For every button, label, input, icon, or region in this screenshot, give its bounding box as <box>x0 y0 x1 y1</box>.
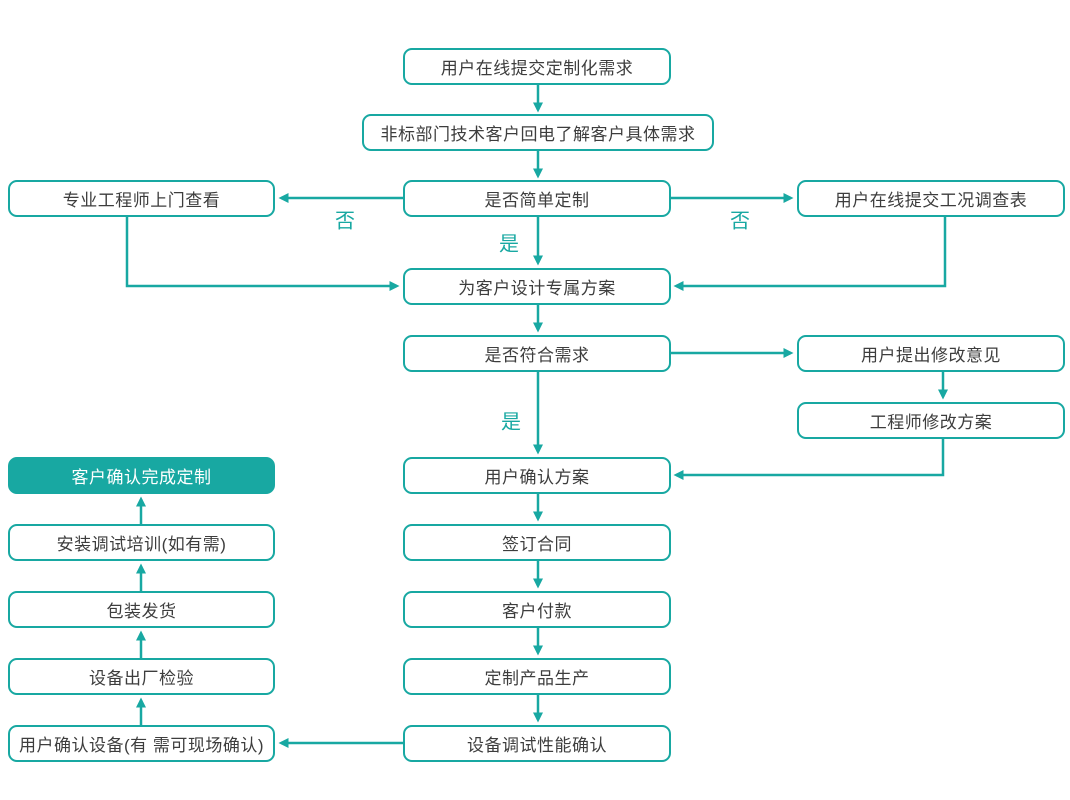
edge-label-yes-bottom: 是 <box>501 411 521 434</box>
node-production: 定制产品生产 <box>403 658 671 695</box>
edge-label-no-left: 否 <box>335 210 355 233</box>
node-user-confirm-device: 用户确认设备(有 需可现场确认) <box>8 725 275 762</box>
edge-label-no-right: 否 <box>730 210 750 233</box>
node-user-confirm-plan: 用户确认方案 <box>403 457 671 494</box>
node-engineer-revise: 工程师修改方案 <box>797 402 1065 439</box>
node-submit-requirement: 用户在线提交定制化需求 <box>403 48 671 85</box>
node-simple-customization-decision: 是否简单定制 <box>403 180 671 217</box>
node-sign-contract: 签订合同 <box>403 524 671 561</box>
node-factory-inspection: 设备出厂检验 <box>8 658 275 695</box>
node-user-feedback: 用户提出修改意见 <box>797 335 1065 372</box>
edge-label-yes-top: 是 <box>499 233 519 256</box>
node-engineer-visit: 专业工程师上门查看 <box>8 180 275 217</box>
node-meets-requirement-decision: 是否符合需求 <box>403 335 671 372</box>
node-design-plan: 为客户设计专属方案 <box>403 268 671 305</box>
node-debug-confirm: 设备调试性能确认 <box>403 725 671 762</box>
node-customer-payment: 客户付款 <box>403 591 671 628</box>
node-customization-complete: 客户确认完成定制 <box>8 457 275 494</box>
node-callback-requirement: 非标部门技术客户回电了解客户具体需求 <box>362 114 714 151</box>
node-submit-condition-survey: 用户在线提交工况调查表 <box>797 180 1065 217</box>
node-packing-shipping: 包装发货 <box>8 591 275 628</box>
node-installation-training: 安装调试培训(如有需) <box>8 524 275 561</box>
